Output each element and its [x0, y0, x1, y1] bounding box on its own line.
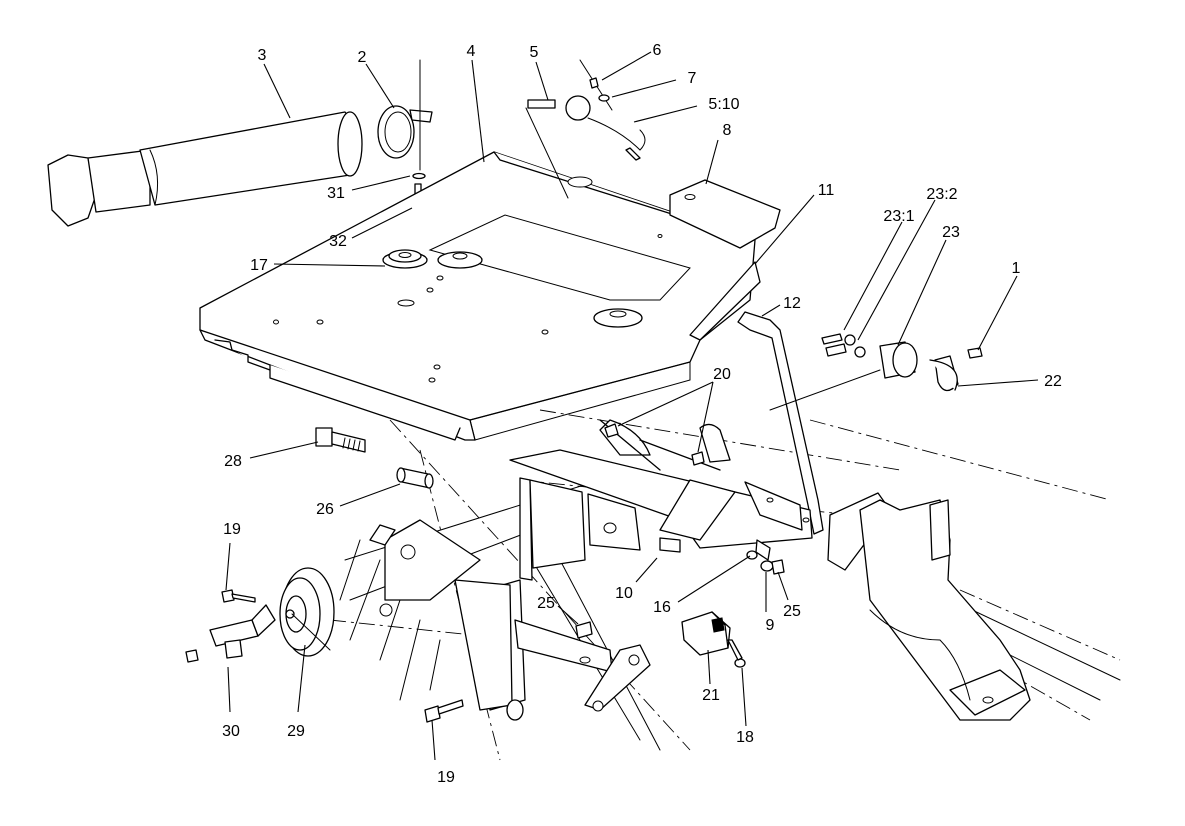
- callout-19-upper: 19: [223, 521, 241, 538]
- bolt-19-upper: [221, 589, 256, 603]
- callout-23: 23: [942, 224, 960, 241]
- bracket-30: [209, 604, 276, 659]
- leader-lines: [225, 51, 1039, 761]
- cotter-6: [589, 77, 599, 89]
- callout-16: 16: [653, 599, 671, 616]
- callout-2: 2: [358, 49, 367, 66]
- callout-1: 1: [1012, 260, 1021, 277]
- nut-20-a: [604, 423, 619, 438]
- nut-20-b: [691, 451, 705, 466]
- callout-23-2: 23:2: [926, 186, 957, 203]
- bolt-19-lower: [424, 699, 464, 723]
- bracket-8: [669, 179, 781, 249]
- callout-7: 7: [688, 70, 697, 87]
- callout-10: 10: [615, 585, 633, 602]
- callout-25-right: 25: [783, 603, 801, 620]
- washer-31: [412, 172, 426, 180]
- nut-25-left: [575, 621, 593, 639]
- lower-frame: [369, 419, 813, 721]
- callout-31: 31: [327, 185, 345, 202]
- callout-19-lower: 19: [437, 769, 455, 786]
- nut-25-right: [771, 559, 785, 575]
- pin-lanyard: [525, 95, 646, 199]
- callout-9: 9: [766, 617, 775, 634]
- washer-7: [598, 94, 610, 102]
- switch-21: [681, 611, 731, 656]
- callout-21: 21: [702, 687, 720, 704]
- callout-labels: 1 2 3 4 5 6 7 5:10 8 11 12 23:2 23:1 23 …: [222, 42, 1062, 786]
- callout-22: 22: [1044, 373, 1062, 390]
- callout-29: 29: [287, 723, 305, 740]
- callout-8: 8: [723, 122, 732, 139]
- rod-12: [737, 311, 824, 535]
- cylinder-assembly: [769, 333, 983, 411]
- callout-28: 28: [224, 453, 242, 470]
- tube-grip: [47, 111, 363, 227]
- pulley-29: [279, 567, 335, 657]
- screw-18: [727, 639, 746, 668]
- callout-17: 17: [250, 257, 268, 274]
- callout-32: 32: [329, 233, 347, 250]
- washer-16: [746, 550, 758, 560]
- callout-6: 6: [653, 42, 662, 59]
- washer-9: [760, 560, 774, 572]
- callout-18: 18: [736, 729, 754, 746]
- callout-3: 3: [258, 47, 267, 64]
- callout-12: 12: [783, 295, 801, 312]
- callout-26: 26: [316, 501, 334, 518]
- clamp-ring: [377, 105, 433, 159]
- angle-bar: [689, 261, 761, 341]
- callout-20: 20: [713, 366, 731, 383]
- bolt-28: [315, 427, 366, 453]
- platform-plate: [199, 151, 756, 441]
- nut-30: [185, 649, 199, 663]
- callout-30: 30: [222, 723, 240, 740]
- spacer-26: [396, 467, 434, 489]
- callout-23-1: 23:1: [883, 208, 914, 225]
- callout-5-10: 5:10: [708, 96, 739, 113]
- callout-11: 11: [818, 182, 835, 199]
- callout-4: 4: [467, 43, 476, 60]
- callout-25-left: 25: [537, 595, 555, 612]
- callout-5: 5: [530, 44, 539, 61]
- side-frame-right: [827, 492, 1031, 721]
